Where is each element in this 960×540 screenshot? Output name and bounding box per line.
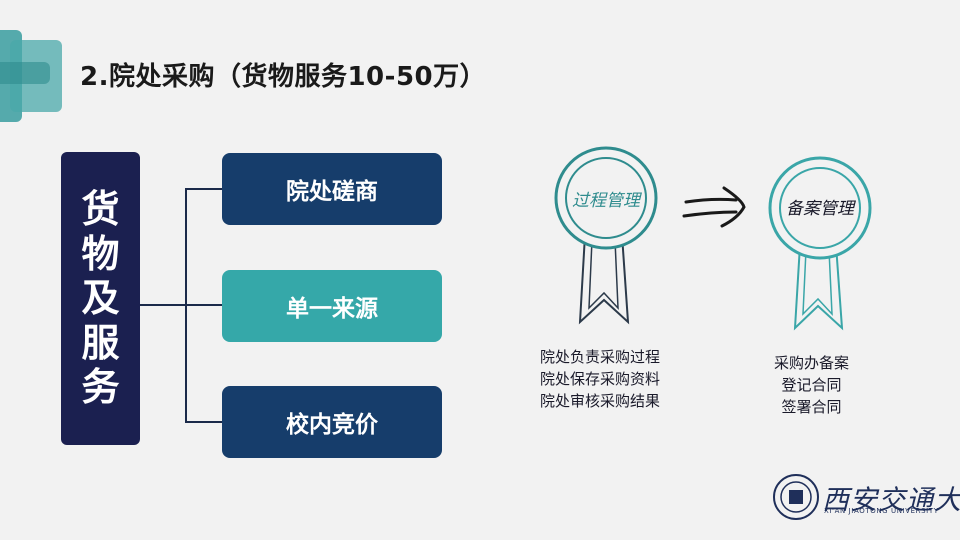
university-emblem-core [789, 490, 803, 504]
right-desc-line: 登记合同 [781, 376, 842, 394]
connector-line [185, 304, 222, 306]
badge-left-outer [554, 146, 658, 250]
university-logo-english: XI'AN JIAOTONG UNIVERSITY [824, 507, 939, 515]
option-campus-bidding: 校内竞价 [222, 386, 442, 458]
badge-left-text: 过程管理 [572, 191, 642, 211]
badge-right-outer [768, 156, 872, 260]
university-logo-name: 西安交通大學 [822, 485, 960, 516]
badge-right-inner [779, 167, 861, 249]
ribbon-left [578, 234, 630, 325]
left-desc-line: 院处负责采购过程 [540, 348, 661, 366]
connector-line [185, 188, 222, 190]
double-arrow-icon [682, 186, 746, 228]
right-description: 采购办备案 登记合同 签署合同 [774, 352, 849, 418]
connector-line [185, 421, 222, 423]
category-char: 务 [81, 365, 120, 410]
option-single-source: 单一来源 [222, 270, 442, 342]
ribbon-right [793, 244, 844, 331]
category-char: 物 [81, 231, 120, 276]
category-char: 服 [81, 320, 120, 365]
university-emblem [773, 474, 819, 520]
category-char: 及 [81, 276, 120, 321]
category-char: 货 [81, 187, 120, 232]
left-description: 院处负责采购过程 院处保存采购资料 院处审核采购结果 [540, 346, 660, 412]
right-desc-line: 采购办备案 [774, 354, 850, 372]
right-desc-line: 签署合同 [781, 398, 842, 416]
decor-block [0, 62, 50, 84]
ribbon-left-inner [588, 239, 619, 310]
badge-left-inner [565, 157, 647, 239]
ribbon-right-inner [802, 249, 833, 317]
option-consultation: 院处磋商 [222, 153, 442, 225]
left-desc-line: 院处保存采购资料 [540, 370, 661, 388]
connector-line [140, 304, 186, 306]
left-desc-line: 院处审核采购结果 [540, 392, 661, 410]
university-emblem-inner [780, 481, 812, 513]
badge-right-text: 备案管理 [786, 199, 856, 219]
page-title: 2.院处采购（货物服务10-50万） [80, 62, 487, 92]
category-box: 货 物 及 服 务 [61, 152, 140, 445]
